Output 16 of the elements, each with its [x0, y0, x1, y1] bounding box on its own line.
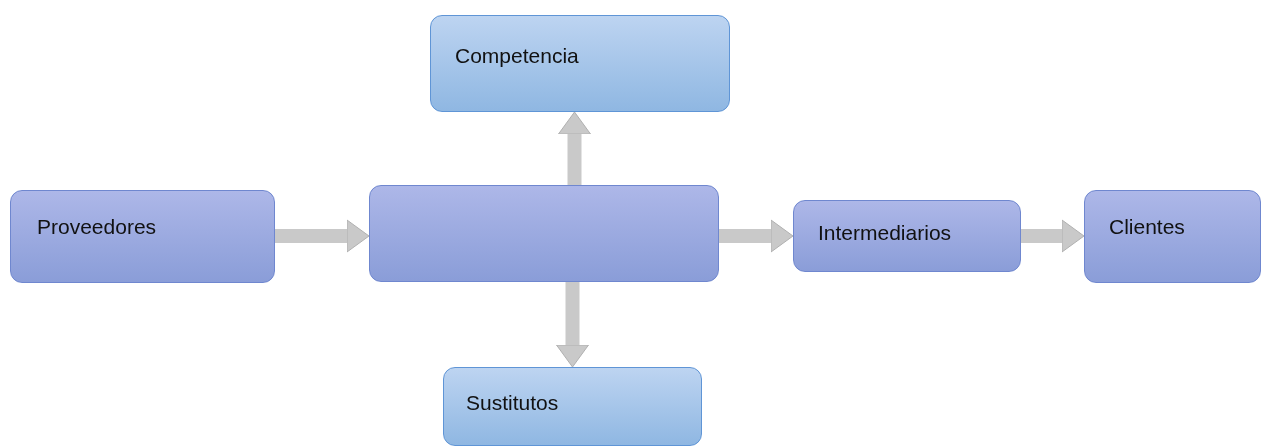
node-label: Intermediarios: [818, 221, 952, 245]
block-arrow: [558, 111, 591, 185]
node-label: Clientes: [1109, 215, 1185, 239]
process-box: [1084, 190, 1261, 283]
process-box: [793, 200, 1021, 272]
process-box: [443, 367, 702, 446]
process-box: [10, 190, 275, 283]
node-label: Sustitutos: [466, 391, 559, 415]
block-arrow: [1021, 219, 1085, 253]
block-arrow: [556, 282, 589, 368]
process-box: [430, 15, 730, 112]
block-arrow: [275, 219, 370, 253]
node-label: Competencia: [455, 44, 579, 68]
process-box: [369, 185, 719, 282]
block-arrow: [719, 219, 794, 253]
node-label: Proveedores: [37, 215, 157, 239]
